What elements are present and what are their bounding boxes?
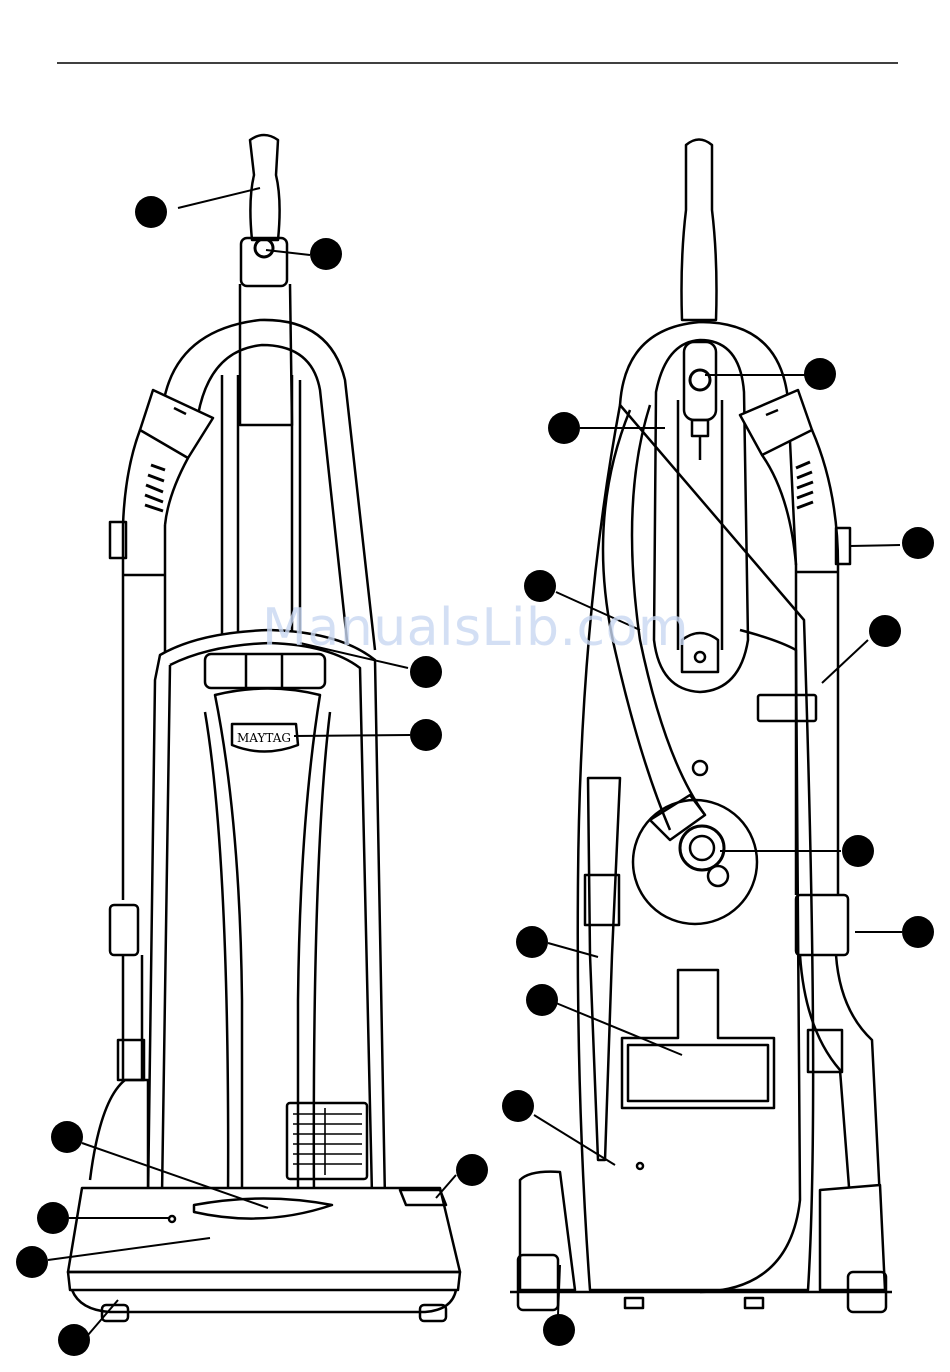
callout-height-adjust [37, 1202, 69, 1234]
callout-brushroll-indicator [51, 1121, 83, 1153]
rear-body-panel [700, 630, 800, 1292]
rear-base [520, 1172, 575, 1290]
rear-loop-inner [654, 340, 748, 692]
rear-base-right [820, 1185, 885, 1290]
front-column-right [292, 375, 300, 640]
callout-cord-hook-upper [902, 527, 934, 559]
handle-grip [250, 135, 280, 240]
rear-hose-knob [708, 866, 728, 886]
front-wand-release [110, 905, 138, 955]
brand-badge-text: MAYTAG [237, 731, 291, 745]
callout-bumper [456, 1154, 488, 1186]
front-column-left [222, 375, 238, 640]
front-base-rear [90, 1080, 148, 1195]
callout-hose-connector [842, 835, 874, 867]
hose-vents [145, 465, 165, 511]
callout-handle [135, 196, 167, 228]
callout-upholstery-tool [526, 984, 558, 1016]
callout-brand-badge [410, 719, 442, 751]
rear-wand [796, 565, 838, 895]
rear-hose-cuff [740, 390, 812, 455]
callout-hose-handle [524, 570, 556, 602]
callout-rear-wheel [543, 1314, 575, 1346]
callout-base-nozzle [58, 1324, 90, 1356]
front-view: MAYTAG [68, 135, 460, 1321]
callout-cord-hook-lower [502, 1090, 534, 1122]
callout-wand-release [902, 916, 934, 948]
rear-bottom-dot [637, 1163, 643, 1169]
callout-crevice-tool [516, 926, 548, 958]
rear-crevice-tool [588, 778, 620, 1160]
power-button [255, 239, 273, 257]
front-hose-arch-inner [198, 345, 348, 650]
front-wand-lower [123, 955, 142, 1080]
rear-wand-release [796, 895, 848, 955]
callout-headlight-lens [16, 1246, 48, 1278]
callout-wand [869, 615, 901, 647]
callout-carry-handle [410, 656, 442, 688]
callout-power-switch [310, 238, 342, 270]
rear-swivel-port [680, 826, 724, 870]
rear-handle-grip [682, 140, 717, 321]
callout-hose [548, 412, 580, 444]
rear-screw [693, 761, 707, 775]
rear-hose-vents [796, 462, 813, 508]
callout-hose-release [804, 358, 836, 390]
handle-neck [241, 238, 287, 286]
handle-tube [240, 284, 292, 425]
